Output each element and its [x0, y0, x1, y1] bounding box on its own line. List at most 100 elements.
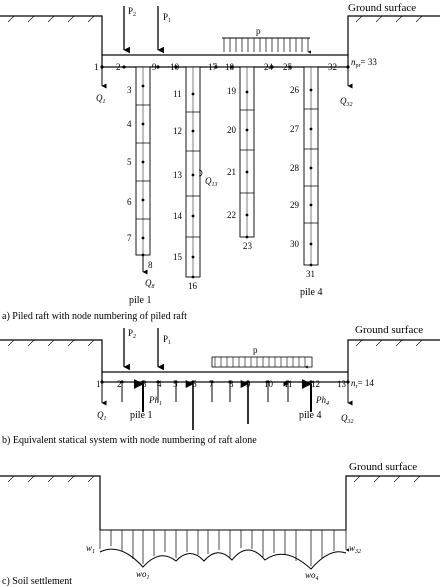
svg-text:13: 13: [337, 379, 347, 389]
svg-text:26: 26: [290, 85, 300, 95]
q32-label-a: Q32: [340, 96, 353, 108]
settlement-curve: [99, 548, 347, 570]
ground-line-left-c: [0, 475, 101, 530]
pile-1-node-labels: 3 4 5 6 7 8: [127, 85, 153, 270]
pile-2-node-labels: 11 12 13 14 15 16: [173, 89, 198, 291]
svg-text:3: 3: [142, 379, 147, 389]
svg-text:6: 6: [192, 379, 197, 389]
svg-text:8: 8: [229, 379, 234, 389]
svg-text:16: 16: [188, 281, 198, 291]
hatch-right-c: [353, 475, 421, 483]
pile-4-caption-a: pile 4: [300, 287, 323, 298]
label-p1-b: P1: [163, 334, 171, 346]
svg-text:8: 8: [148, 260, 153, 270]
label-p-b: p: [253, 345, 258, 355]
ground-line-right-a: [347, 15, 440, 55]
svg-text:31: 31: [306, 269, 315, 279]
svg-text:2: 2: [117, 379, 122, 389]
label-p2-b: P2: [128, 328, 136, 340]
svg-text:32: 32: [328, 62, 337, 72]
raft-a: [101, 54, 349, 68]
svg-text:11: 11: [173, 89, 182, 99]
q1-label-b: Q1: [97, 410, 107, 422]
svg-text:12: 12: [173, 126, 182, 136]
pile-3-node-labels: 19 20 21 22 23: [227, 86, 253, 251]
ground-surface-label-a: Ground surface: [348, 2, 416, 14]
settlement-arrows: [99, 530, 346, 566]
q13-label-a: Q13: [205, 176, 218, 188]
panel-c: Ground surface w1 w32 wo1 wo4 c) Soil se…: [0, 461, 440, 587]
wo4-label: wo4: [305, 570, 319, 582]
pile-4-node-labels: 26 27 28 29 30 31: [290, 85, 315, 279]
reactions-b: [101, 382, 353, 430]
svg-text:4: 4: [127, 119, 132, 129]
svg-text:20: 20: [227, 125, 237, 135]
svg-text:5: 5: [127, 157, 132, 167]
svg-text:27: 27: [290, 124, 300, 134]
svg-text:15: 15: [173, 252, 183, 262]
pile-1-caption-a: pile 1: [129, 295, 152, 306]
svg-text:13: 13: [173, 170, 183, 180]
svg-text:10: 10: [170, 62, 180, 72]
svg-text:1: 1: [94, 62, 99, 72]
svg-text:24: 24: [264, 62, 274, 72]
caption-c: c) Soil settlement: [2, 576, 72, 587]
svg-text:18: 18: [225, 62, 235, 72]
svg-text:12: 12: [311, 379, 320, 389]
label-p1-a: P1: [163, 12, 171, 24]
caption-b: b) Equivalent statical system with node …: [2, 435, 257, 446]
label-p-a: p: [256, 26, 261, 36]
n-r-label: nr= 14: [351, 378, 374, 390]
hatch-left-c: [7, 475, 95, 483]
raft-node-labels-a: 1 2 9 10 17 18 24 25 32: [94, 62, 337, 72]
wo1-label: wo1: [136, 569, 150, 581]
svg-text:1: 1: [96, 379, 101, 389]
svg-text:10: 10: [264, 379, 274, 389]
pile-4-a: [303, 66, 319, 267]
ph1-label-b: Ph1: [148, 395, 162, 407]
ph4-label-b: Ph4: [315, 395, 329, 407]
panel-a: Ground surface P2 P1 p 1 2 9 10 17 18 24: [0, 2, 440, 322]
hatch-left-a: [7, 15, 95, 23]
q8-label-a: Q8: [145, 278, 155, 290]
svg-text:9: 9: [152, 62, 157, 72]
ground-line-left-a: [0, 15, 103, 55]
hatch-left-b: [7, 339, 95, 347]
caption-a: a) Piled raft with node numbering of pil…: [2, 311, 187, 322]
n-pr-label: npr= 33: [351, 57, 377, 69]
panel-b: Ground surface P2 P1 p 1 2 3 4 5 6 7 8 9: [0, 324, 440, 446]
pile-3-a: [239, 66, 255, 239]
label-p2-a: P2: [128, 6, 136, 18]
ground-surface-label-c: Ground surface: [349, 461, 417, 473]
svg-text:2: 2: [116, 62, 121, 72]
ground-line-right-c: [345, 475, 440, 530]
svg-text:28: 28: [290, 163, 300, 173]
raft-nodes-a: [100, 65, 350, 69]
svg-text:3: 3: [127, 85, 132, 95]
distributed-load-a: [222, 37, 310, 52]
pile-1-a: [135, 66, 151, 275]
svg-text:7: 7: [127, 233, 132, 243]
hatch-right-a: [355, 15, 423, 23]
svg-text:19: 19: [227, 86, 237, 96]
svg-text:23: 23: [243, 241, 253, 251]
ground-line-left-b: [0, 339, 103, 372]
ground-line-right-b: [347, 339, 440, 372]
svg-text:21: 21: [227, 167, 236, 177]
svg-text:4: 4: [157, 379, 162, 389]
svg-text:25: 25: [283, 62, 293, 72]
svg-text:6: 6: [127, 197, 132, 207]
svg-text:17: 17: [208, 62, 218, 72]
w32-label: w32: [349, 543, 361, 555]
svg-text:29: 29: [290, 200, 300, 210]
q1-label-a: Q1: [96, 93, 106, 105]
pile-4-caption-b: pile 4: [299, 410, 322, 421]
svg-text:14: 14: [173, 211, 183, 221]
svg-text:22: 22: [227, 210, 236, 220]
pile-1-caption-b: pile 1: [130, 410, 153, 421]
raft-b: [101, 371, 349, 383]
q32-label-b: Q32: [341, 413, 354, 425]
distributed-load-b: [211, 356, 313, 367]
pile-2-a: [185, 66, 203, 279]
